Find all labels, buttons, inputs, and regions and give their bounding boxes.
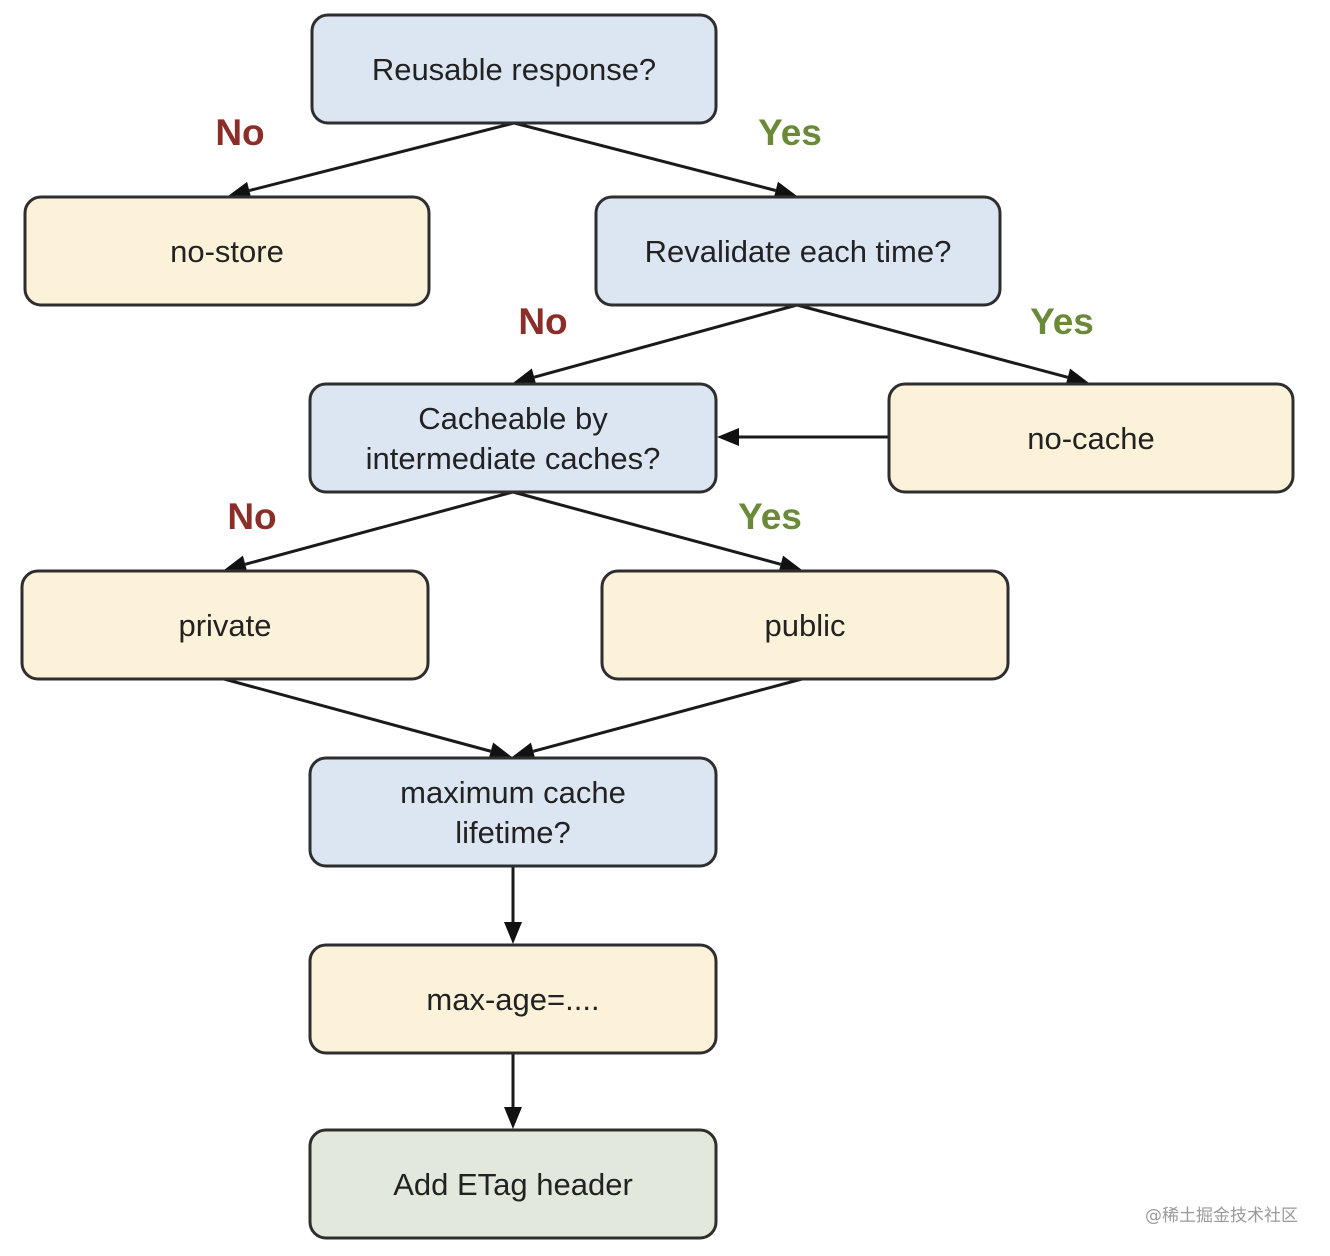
node-public: public	[600, 569, 1010, 681]
node-label: Cacheable by	[418, 401, 608, 436]
node-label: Revalidate each time?	[645, 234, 952, 269]
watermark: @稀土掘金技术社区	[1145, 1206, 1298, 1226]
node-box	[887, 382, 1295, 494]
node-label: lifetime?	[455, 815, 570, 850]
node-revalidate: Revalidate each time?	[594, 195, 1002, 307]
edge-private-to-max_lifetime	[223, 677, 512, 760]
node-label: no-cache	[1027, 421, 1155, 456]
arrowhead-icon	[717, 428, 739, 446]
node-box	[310, 13, 718, 125]
edge-cacheable-to-private	[224, 490, 514, 573]
node-box	[20, 569, 430, 681]
edge-line	[532, 677, 803, 753]
edge-reusable-to-revalidate	[513, 121, 797, 200]
edge-line	[512, 490, 782, 566]
node-no-store: no-store	[23, 195, 431, 307]
node-max-age: max-age=....	[308, 943, 718, 1055]
edge-line	[796, 303, 1069, 379]
edge-max_lifetime-to-max_age	[504, 866, 522, 944]
edge-public-to-max_lifetime	[512, 677, 803, 760]
edge-cacheable-to-public	[512, 490, 802, 573]
node-box	[308, 1128, 718, 1240]
edge-revalidate-to-cacheable	[513, 303, 798, 386]
arrowhead-icon	[512, 742, 536, 760]
arrowhead-icon	[488, 742, 512, 760]
edges-layer	[223, 121, 1089, 1129]
edge-label-no: No	[215, 112, 264, 153]
nodes-layer: Reusable response? no-store Revalidate eac…	[20, 13, 1295, 1240]
arrowhead-icon	[228, 181, 252, 200]
edge-label-yes: Yes	[738, 496, 802, 537]
node-label: Add ETag header	[393, 1167, 633, 1202]
arrowhead-icon	[504, 1107, 522, 1129]
edge-label-yes: Yes	[758, 112, 822, 153]
node-label: no-store	[170, 234, 284, 269]
node-max-lifetime: maximum cache lifetime?	[308, 756, 718, 868]
node-label: maximum cache	[400, 775, 626, 810]
arrowhead-icon	[1065, 368, 1089, 387]
node-private: private	[20, 569, 430, 681]
edge-line	[248, 121, 515, 193]
edge-line	[513, 121, 777, 192]
edge-line	[533, 303, 798, 379]
node-box	[308, 756, 718, 868]
node-etag: Add ETag header	[308, 1128, 718, 1240]
arrowhead-icon	[773, 181, 797, 200]
node-box	[600, 569, 1010, 681]
edge-label-no: No	[518, 301, 567, 342]
edge-line	[223, 677, 492, 753]
node-box	[308, 382, 718, 494]
arrowhead-icon	[513, 368, 537, 386]
edge-max_age-to-etag	[504, 1053, 522, 1129]
node-no-cache: no-cache	[887, 382, 1295, 494]
arrowhead-icon	[224, 555, 248, 573]
edge-revalidate-to-no_cache	[796, 303, 1089, 387]
node-label: private	[178, 608, 271, 643]
node-label: intermediate caches?	[366, 441, 661, 476]
node-label: public	[765, 608, 846, 643]
edge-line	[244, 490, 514, 566]
node-cacheable: Cacheable by intermediate caches?	[308, 382, 718, 494]
node-label: max-age=....	[426, 982, 599, 1017]
edge-label-yes: Yes	[1030, 301, 1094, 342]
node-box	[23, 195, 431, 307]
node-label: Reusable response?	[372, 52, 656, 87]
arrowhead-icon	[778, 555, 802, 573]
node-reusable: Reusable response?	[310, 13, 718, 125]
arrowhead-icon	[504, 922, 522, 944]
node-box	[594, 195, 1002, 307]
edge-reusable-to-no_store	[228, 121, 515, 200]
edge-no_cache-to-cacheable	[717, 428, 889, 446]
node-box	[308, 943, 718, 1055]
edge-label-no: No	[227, 496, 276, 537]
